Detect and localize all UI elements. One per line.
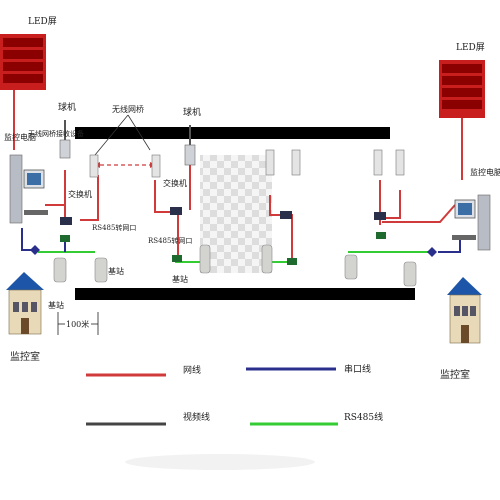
legend-label-serial: 串口线 (344, 363, 371, 375)
coverage-area (200, 155, 272, 273)
bottom-rail (75, 288, 415, 300)
legend-label-video: 视频线 (183, 411, 210, 423)
rs485-converter-right-2 (376, 232, 386, 239)
monitor-pc-label-right: 监控电脑 (470, 167, 500, 177)
control-room-right-building (447, 277, 482, 344)
wireless-device-label: 无线网桥接收设备 (28, 129, 84, 138)
switch-center (170, 207, 182, 215)
top-rail (75, 127, 390, 139)
rs485-converter-center (172, 255, 182, 262)
led-panel-right (439, 60, 485, 118)
dome-camera-label-left: 球机 (58, 101, 76, 113)
rs485-converter-right-1 (287, 258, 297, 265)
switch-label-center: 交换机 (163, 178, 187, 188)
base-station-label-center: 基站 (172, 274, 188, 284)
base-station-6 (403, 261, 417, 287)
serial-connector-right (427, 247, 437, 257)
switch-right-2 (374, 212, 386, 220)
switch-right-1 (280, 211, 292, 219)
dome-camera-center (184, 125, 196, 166)
led-panel-left (0, 34, 46, 90)
dome-camera-label-center: 球机 (183, 106, 201, 118)
distance-marker (57, 312, 99, 335)
rs485-label-left: RS485转网口 (92, 223, 136, 232)
bridge-callouts (94, 114, 151, 156)
distance-label: 100米 (66, 319, 89, 329)
led-label-right: LED屏 (456, 42, 485, 53)
control-room-left-building (6, 272, 44, 335)
background-smudge (125, 454, 315, 470)
serial-connector-left (30, 245, 40, 255)
bridge-antenna-1 (89, 154, 99, 178)
dome-camera-left (59, 120, 71, 159)
monitor-pc-left (9, 154, 48, 224)
control-room-label-right: 监控室 (440, 368, 470, 381)
legend-label-rs485: RS485线 (344, 411, 383, 423)
base-station-4 (261, 244, 273, 274)
base-station-2 (94, 257, 108, 283)
bridge-antenna-4 (291, 149, 301, 176)
base-station-3 (199, 244, 211, 274)
legend: 网线 串口线 视频线 RS485线 (86, 363, 383, 426)
base-station-5 (344, 254, 358, 280)
switch-left (60, 217, 72, 225)
rs485-converter-left (60, 235, 70, 242)
base-station-1 (53, 257, 67, 283)
legend-label-network: 网线 (183, 364, 201, 376)
bridge-antenna-6 (395, 149, 405, 176)
switch-label-left: 交换机 (68, 189, 92, 199)
base-station-label-bottom: 基站 (48, 300, 64, 310)
rs485-label-center: RS485转网口 (148, 236, 192, 245)
wireless-bridge-label: 无线网桥 (112, 104, 144, 114)
base-station-label-left: 基站 (108, 266, 124, 276)
control-room-label-left: 监控室 (10, 350, 40, 363)
monitor-pc-label-left: 监控电脑 (4, 132, 36, 142)
bridge-antenna-5 (373, 149, 383, 176)
bridge-antenna-2 (151, 154, 161, 178)
monitor-pc-right (452, 194, 491, 251)
led-label-left: LED屏 (28, 16, 57, 27)
bridge-antenna-3 (265, 149, 275, 176)
